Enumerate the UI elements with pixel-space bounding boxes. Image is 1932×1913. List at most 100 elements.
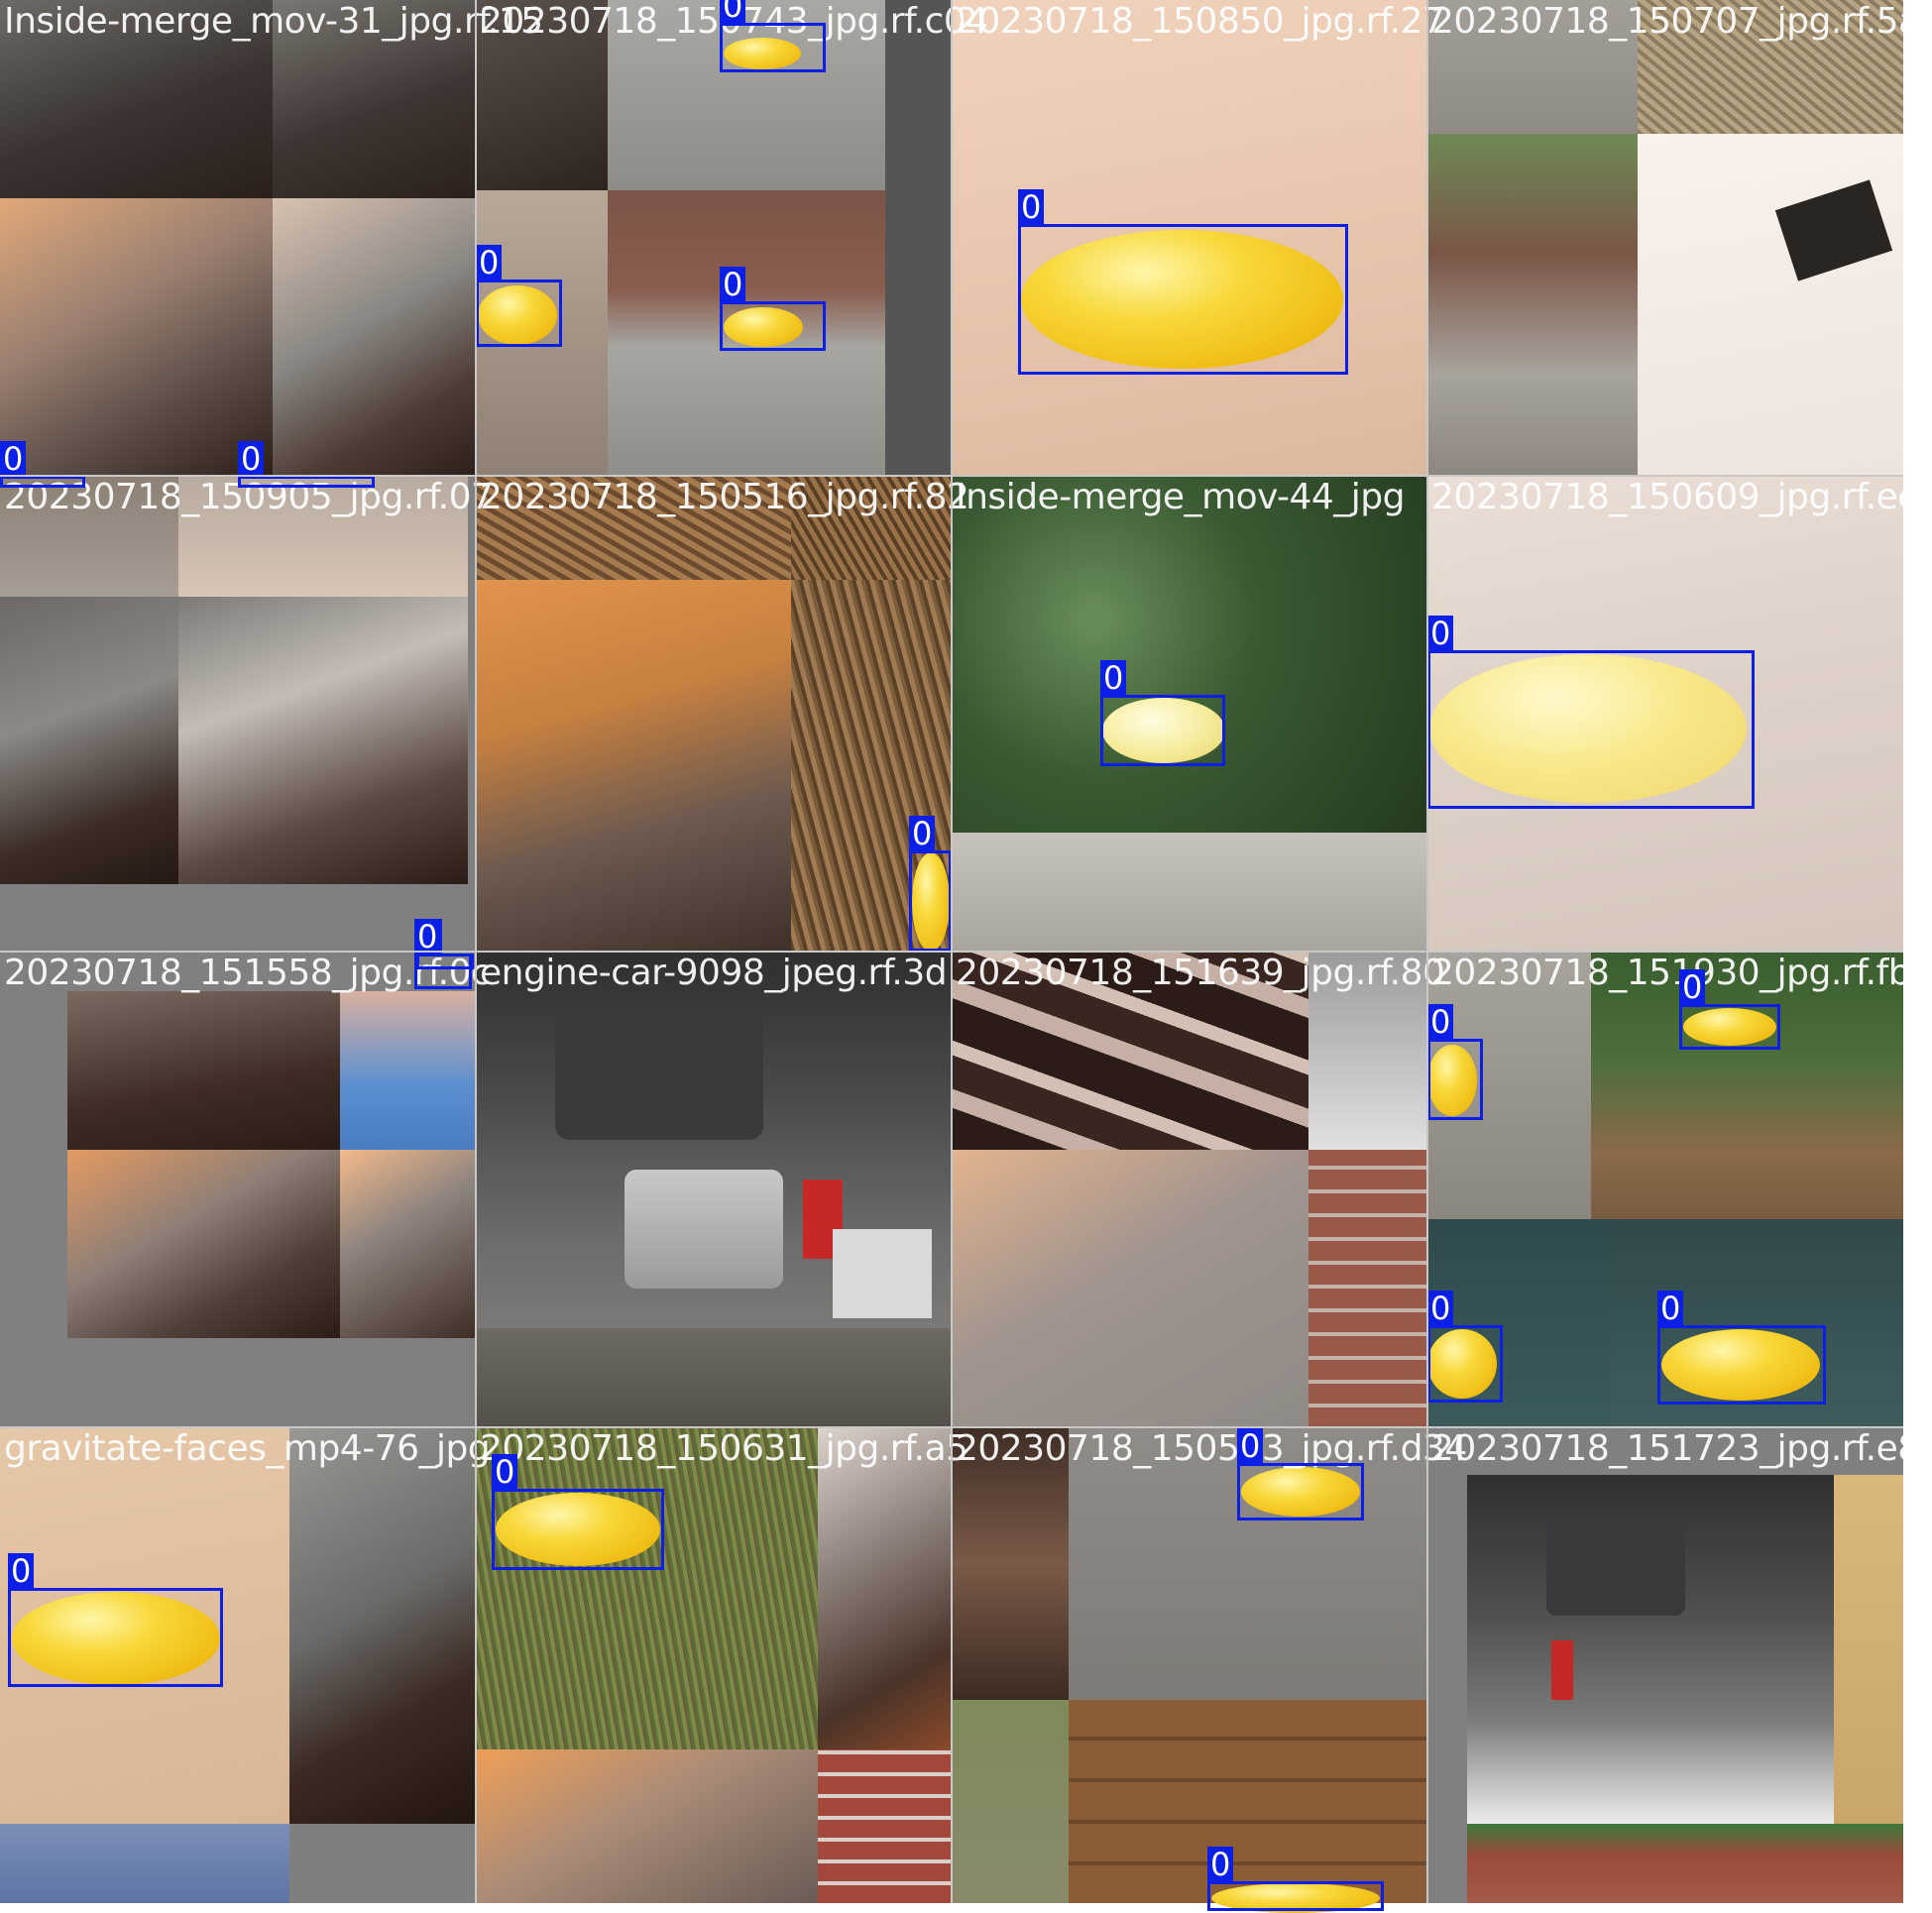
photo-panel [0, 884, 476, 952]
tile-filename: Inside-merge_mov-31_jpg.rf.15 [4, 1, 543, 42]
photo-panel [0, 597, 178, 884]
box-class-label: 0 [1427, 1004, 1454, 1040]
tile-filename: 20230718_150516_jpg.rf.82 [480, 477, 969, 517]
detection-box: 0 [1237, 1428, 1364, 1520]
tile-4: 20230718_150905_jpg.rf.07 0 [0, 476, 494, 969]
detection-box: 0 [1679, 969, 1780, 1050]
detection-box: 0 [720, 0, 826, 72]
photo-panel [0, 476, 178, 597]
photo-panel [952, 476, 1427, 833]
photo-panel [952, 1700, 1069, 1903]
tile-0: Inside-merge_mov-31_jpg.rf.15 0 0 [0, 0, 543, 488]
photo-panel [885, 0, 952, 476]
photo-panel [476, 0, 608, 190]
photo-panel [1308, 1150, 1427, 1427]
photo-panel [1427, 1427, 1903, 1475]
grid-divider [0, 951, 1903, 953]
tile-9: engine-car-9098_jpeg.rf.3d [476, 952, 952, 1427]
grid-divider [0, 1426, 1903, 1428]
box-class-label: 0 [1018, 189, 1045, 225]
photo-panel [273, 0, 476, 198]
photo-panel [178, 476, 468, 597]
ball [1683, 1008, 1776, 1046]
ball [12, 1592, 220, 1685]
ball [1427, 1329, 1497, 1399]
detection-box: 0 [8, 1553, 223, 1687]
box-class-label: 0 [1100, 660, 1127, 696]
ball [912, 852, 950, 952]
box-class-label: 0 [909, 816, 936, 851]
photo-panel [1427, 1475, 1467, 1903]
tile-filename: Inside-merge_mov-44_jpg [956, 477, 1406, 517]
ball [1241, 1467, 1360, 1517]
ball [1429, 654, 1747, 803]
detection-box: 0 [1018, 189, 1348, 375]
photo-panel [476, 476, 791, 580]
tile-5: 20230718_150516_jpg.rf.82 0 [476, 476, 969, 952]
photo-panel [1308, 952, 1427, 1150]
photo-panel [952, 1150, 1308, 1427]
photo-panel [625, 1170, 783, 1289]
ball [1427, 1045, 1477, 1116]
tile-3: 20230718_150707_jpg.rf.5a [1427, 0, 1920, 476]
box-class-label: 0 [238, 441, 265, 477]
grid-divider [0, 475, 1903, 477]
photo-panel [0, 0, 273, 198]
photo-panel [608, 0, 885, 190]
tile-1: 20230718_150743_jpg.rf.c04 0 0 0 [476, 0, 988, 476]
tile-filename: 20230718_150850_jpg.rf.27 [956, 1, 1445, 42]
ball [1021, 230, 1343, 369]
ball [724, 307, 803, 347]
box-class-label: 0 [1237, 1428, 1264, 1464]
detection-box: 0 [1427, 616, 1755, 809]
tile-filename: 20230718_151639_jpg.rf.80 [956, 953, 1445, 993]
photo-panel [818, 1427, 952, 1749]
detection-box: 0 [1427, 1291, 1503, 1403]
photo-panel [289, 1427, 476, 1824]
photo-panel [952, 833, 1427, 952]
box-class-label: 0 [1679, 969, 1706, 1005]
photo-panel [952, 952, 1308, 1150]
tile-7: 20230718_150609_jpg.rf.ee 0 [1427, 476, 1919, 952]
photo-panel [555, 1011, 763, 1140]
tile-filename: 20230718_151723_jpg.rf.e8 [1431, 1428, 1920, 1469]
photo-panel [476, 580, 791, 952]
photo-panel [1551, 1640, 1573, 1700]
photo-panel [476, 1427, 818, 1749]
photo-panel [67, 991, 340, 1150]
tile-13: 20230718_150631_jpg.rf.a5 0 [476, 1427, 968, 1903]
photo-panel [1467, 1824, 1903, 1903]
photo-panel [818, 1749, 952, 1903]
box-class-label: 0 [1207, 1847, 1234, 1882]
photo-panel [476, 1749, 818, 1903]
photo-panel [1591, 952, 1903, 1219]
tile-12: gravitate-faces_mp4-76_jpg 0 [0, 1427, 491, 1903]
detection-box: 0 [909, 816, 952, 952]
photo-panel [1069, 1700, 1427, 1903]
photo-panel [340, 991, 476, 1150]
box-class-label: 0 [720, 0, 746, 24]
tile-filename: 20230718_151558_jpg.rf.0c [4, 953, 491, 993]
detection-box: 0 [0, 441, 85, 488]
photo-panel [1427, 0, 1638, 134]
tile-filename: 20230718_150905_jpg.rf.07 [4, 477, 494, 517]
photo-panel [476, 1328, 952, 1427]
photo-panel [1638, 0, 1903, 134]
box-class-label: 0 [1657, 1291, 1684, 1326]
detection-box: 0 [414, 919, 472, 989]
detection-box: 0 [1657, 1291, 1826, 1405]
photo-panel [1546, 1521, 1685, 1616]
ball [1661, 1329, 1820, 1401]
tile-15: 20230718_151723_jpg.rf.e8 [1427, 1427, 1920, 1903]
photo-panel [67, 1150, 340, 1338]
detection-box: 0 [1207, 1847, 1384, 1911]
tile-8: 20230718_151558_jpg.rf.0c [0, 952, 491, 1427]
photo-panel [273, 198, 476, 476]
detection-box: 0 [720, 267, 826, 351]
photo-panel [0, 198, 273, 476]
box-class-label: 0 [492, 1454, 518, 1490]
tile-filename: gravitate-faces_mp4-76_jpg [4, 1428, 491, 1469]
box-class-label: 0 [1427, 1291, 1454, 1326]
box-class-label: 0 [414, 919, 441, 955]
